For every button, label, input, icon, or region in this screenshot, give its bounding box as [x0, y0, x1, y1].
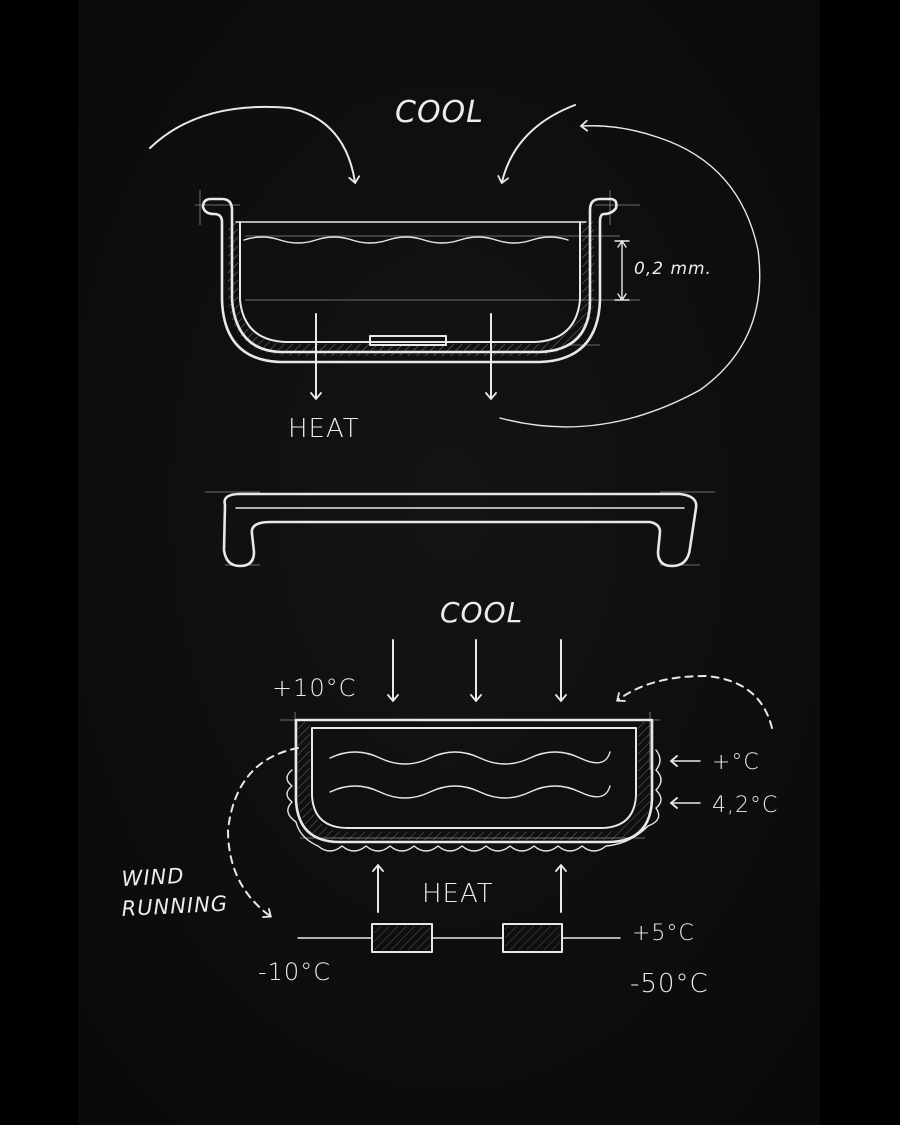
bottom-water-wave-2: [329, 785, 611, 799]
temp-plus10-label: +10°C: [272, 674, 356, 702]
bottom-heat-label: HEAT: [422, 879, 494, 909]
bottom-container-inner: [311, 727, 637, 829]
bottom-outer-wavy-skin: [286, 749, 662, 852]
temp-minus10-label: -10°C: [258, 958, 331, 986]
top-cool-label: COOL: [395, 95, 484, 130]
wind-label-line1: WIND: [121, 864, 185, 891]
temp-plus5-label: +5°C: [632, 921, 695, 946]
top-right-dashed-arrow: [616, 675, 773, 729]
top-cool-arrow-right: [497, 104, 576, 185]
bottom-cool-label: COOL: [440, 596, 523, 629]
dimension-label: 0,2 mm.: [634, 259, 712, 279]
middle-lid-profile: [205, 491, 715, 568]
bottom-cross-section: COOL +10°C +°C 4,2°C WIND RUNNING HEAT: [121, 596, 778, 999]
bottom-water-wave-1: [329, 751, 611, 765]
wind-dashed-arrow: [227, 747, 299, 918]
bottom-container-outer: [294, 718, 654, 844]
top-pan-inner: [239, 221, 581, 343]
top-return-arc: [499, 119, 761, 428]
lid-guide-lines: [205, 491, 715, 566]
temp-4-2-label: 4,2°C: [712, 793, 778, 818]
top-water-wave: [243, 236, 569, 244]
top-cross-section: 0,2 mm. COOL HEAT: [149, 95, 761, 444]
heating-element-hatch: [374, 926, 560, 950]
top-pan-hatch-left: [228, 222, 285, 356]
heating-element-left: [371, 923, 433, 953]
heating-element-right: [502, 923, 563, 953]
lid-outline: [222, 492, 698, 568]
temp-plus-label: +°C: [712, 750, 760, 775]
temp-minus50-label: -50°C: [630, 969, 709, 999]
board-panel: [78, 0, 820, 1125]
top-pan-hatch-right: [535, 222, 594, 356]
top-heat-label: HEAT: [288, 414, 360, 444]
top-pan-hatch-bottom: [285, 344, 535, 356]
top-cool-arrow-left: [149, 105, 361, 185]
top-center-element: [369, 335, 447, 346]
dimension-marker: [614, 240, 630, 301]
wind-label-line2: RUNNING: [121, 891, 229, 921]
